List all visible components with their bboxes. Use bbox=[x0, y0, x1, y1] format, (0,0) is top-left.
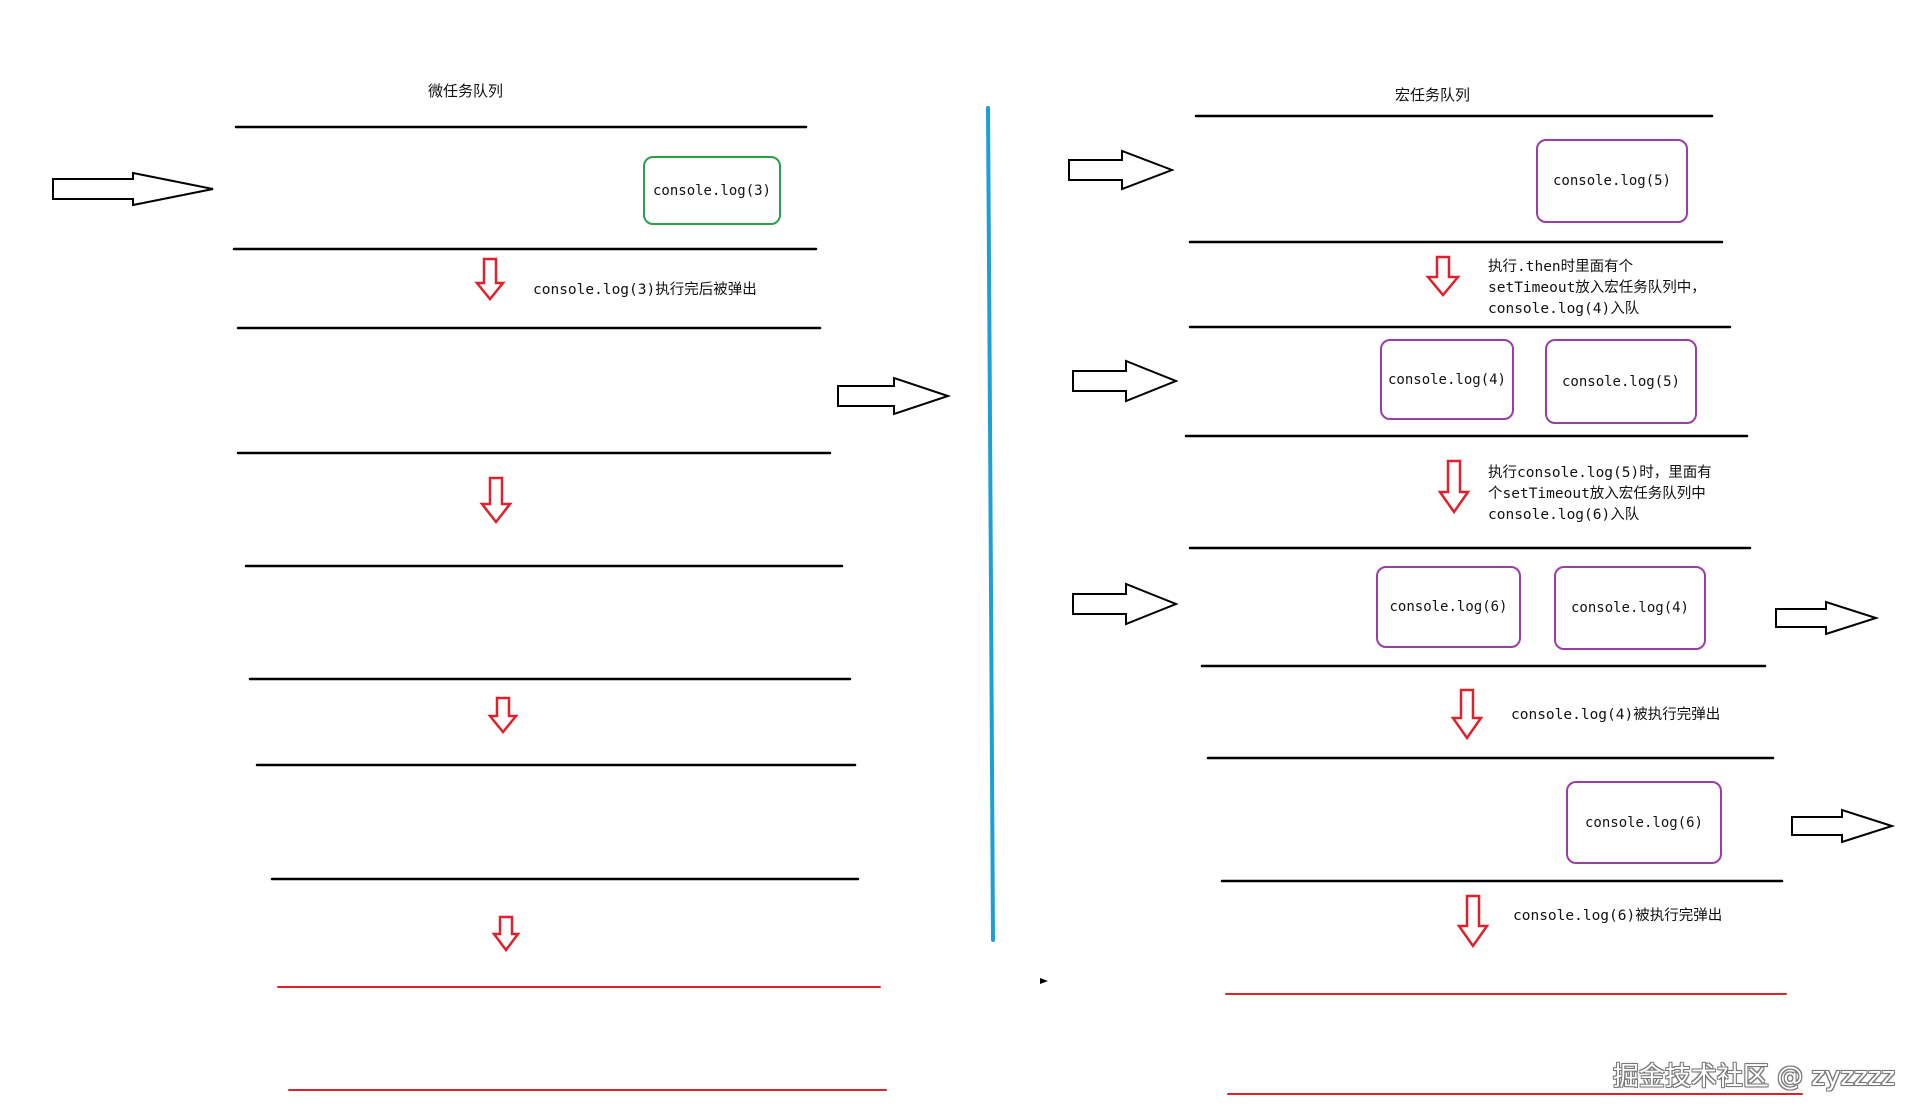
macro-note-exec5-line-1: 执行console.log(5)时，里面有 bbox=[1488, 465, 1712, 481]
macro-note-pop4: console.log(4)被执行完弹出 bbox=[1511, 707, 1721, 723]
macro-task-box-log4-stage2: console.log(4) bbox=[1380, 339, 1514, 420]
macro-down-arrow-3 bbox=[1450, 688, 1484, 741]
micro-down-arrow-3 bbox=[487, 696, 519, 734]
macro-task-box-log6-stage4: console.log(6) bbox=[1566, 781, 1722, 864]
stray-mark bbox=[1040, 978, 1048, 984]
micro-note-pop3: console.log(3)执行完后被弹出 bbox=[533, 282, 757, 298]
macro-task-box-log5-stage2: console.log(5) bbox=[1545, 339, 1697, 424]
watermark: 掘金技术社区 @ zyzzzz bbox=[1612, 1062, 1895, 1092]
micro-queue-title: 微任务队列 bbox=[428, 82, 504, 100]
macro-down-arrow-1 bbox=[1425, 255, 1461, 297]
macro-dequeue-arrow-2 bbox=[1791, 808, 1896, 844]
macro-task-box-log4-stage3: console.log(4) bbox=[1554, 566, 1706, 650]
micro-enqueue-arrow bbox=[52, 171, 214, 207]
macro-note-then-line-3: console.log(4)入队 bbox=[1488, 301, 1640, 317]
macro-note-pop6: console.log(6)被执行完弹出 bbox=[1513, 908, 1723, 924]
macro-dequeue-arrow-1 bbox=[1775, 600, 1880, 636]
macro-task-box-log5-stage1: console.log(5) bbox=[1536, 139, 1688, 223]
macro-enqueue-arrow-1 bbox=[1068, 149, 1175, 191]
macro-task-box-log6-stage3: console.log(6) bbox=[1376, 566, 1521, 648]
macro-down-arrow-4 bbox=[1456, 894, 1490, 949]
macro-down-arrow-2 bbox=[1437, 459, 1471, 515]
micro-down-arrow-4 bbox=[491, 915, 521, 953]
macro-note-exec5: 执行console.log(5)时，里面有 个setTimeout放入宏任务队列… bbox=[1488, 463, 1712, 526]
micro-down-arrow-2 bbox=[479, 476, 513, 525]
macro-enqueue-arrow-3 bbox=[1072, 582, 1179, 626]
micro-task-box-log3: console.log(3) bbox=[643, 156, 781, 225]
macro-enqueue-arrow-2 bbox=[1072, 359, 1179, 403]
macro-note-exec5-line-3: console.log(6)入队 bbox=[1488, 507, 1640, 523]
macro-queue-title: 宏任务队列 bbox=[1395, 86, 1471, 104]
micro-down-arrow-1 bbox=[474, 257, 506, 301]
macro-note-then: 执行.then时里面有个 setTimeout放入宏任务队列中， console… bbox=[1488, 257, 1706, 320]
center-divider bbox=[986, 106, 995, 942]
macro-note-then-line-2: setTimeout放入宏任务队列中， bbox=[1488, 280, 1706, 296]
macro-note-exec5-line-2: 个setTimeout放入宏任务队列中 bbox=[1488, 486, 1706, 502]
micro-to-macro-arrow bbox=[837, 376, 952, 416]
macro-note-then-line-1: 执行.then时里面有个 bbox=[1488, 259, 1634, 275]
